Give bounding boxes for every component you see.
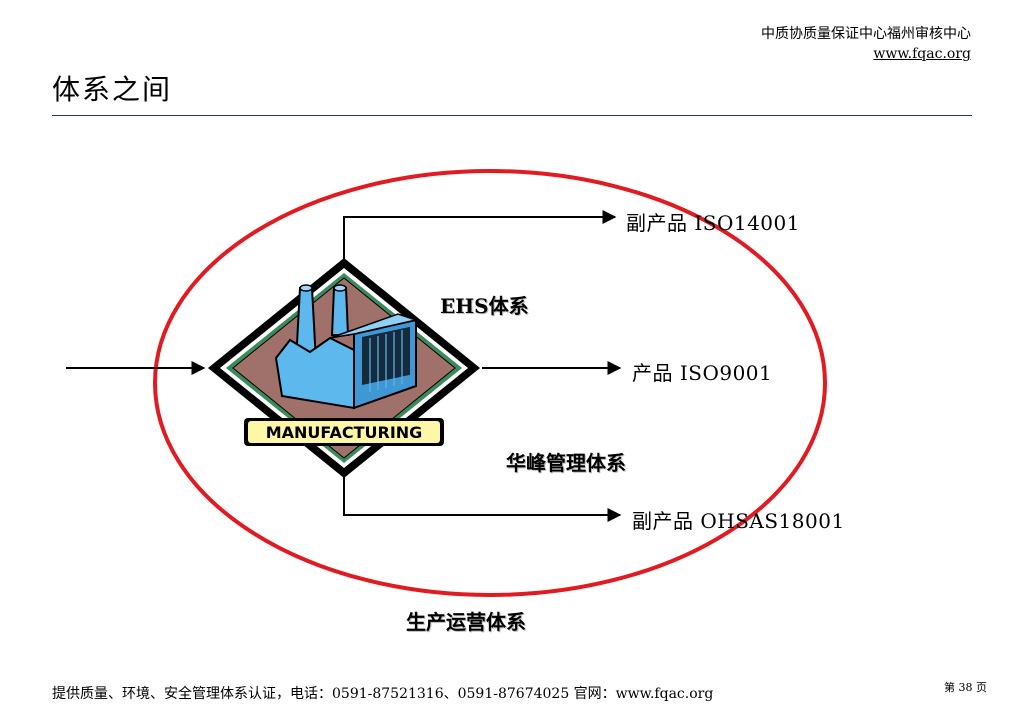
page-number: 第 38 页 (944, 681, 987, 694)
byproduct-iso14001-label: 副产品 ISO14001 (626, 211, 800, 235)
header-url-link[interactable]: www.fqac.org (873, 46, 971, 62)
factory-building-icon (274, 313, 419, 410)
byproduct-top-arrow (343, 210, 617, 262)
ehs-system-label: EHS体系 (440, 294, 529, 318)
header-organization: 中质协质量保证中心福州审核中心 (761, 26, 971, 42)
manufacturing-icon: MANUFACTURING (208, 258, 480, 478)
smokestack-icon (294, 284, 350, 363)
operations-system-label: 生产运营体系 (406, 610, 526, 634)
title-divider (52, 115, 972, 116)
manufacturing-label: MANUFACTURING (266, 423, 423, 442)
operations-ellipse (153, 169, 827, 597)
byproduct-ohsas18001-label: 副产品 OHSAS18001 (632, 509, 845, 533)
huafeng-system-label: 华峰管理体系 (506, 451, 626, 475)
page-title: 体系之间 (52, 73, 173, 106)
byproduct-bottom-arrow (343, 474, 622, 522)
footer-contact: 提供质量、环境、安全管理体系认证，电话：0591-87521316、0591-8… (52, 686, 714, 702)
product-iso9001-label: 产品 ISO9001 (632, 361, 773, 385)
